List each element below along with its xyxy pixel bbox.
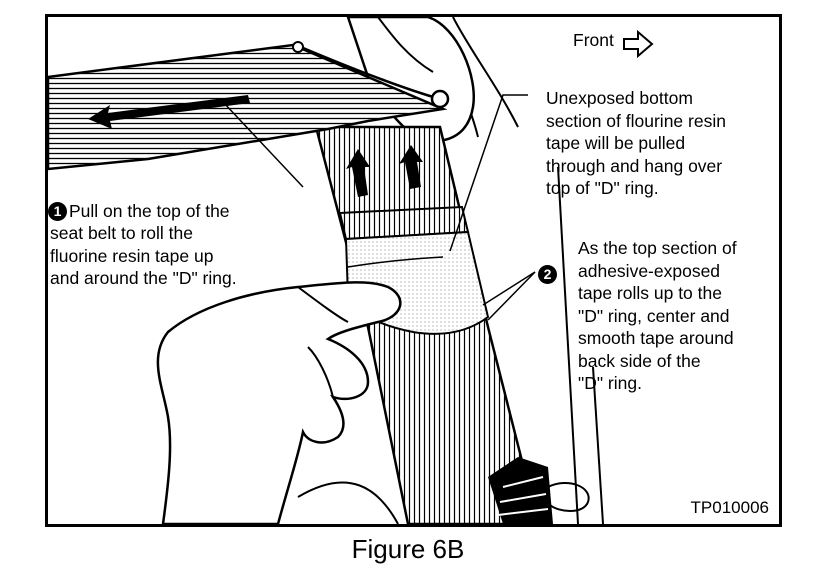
up-arrow-right	[399, 145, 423, 189]
callout-2-number-wrap: 2	[538, 240, 557, 285]
figure-caption: Figure 6B	[351, 534, 465, 564]
front-label: Front	[573, 30, 614, 50]
callout-1-number: 1	[48, 201, 67, 221]
belt-clip	[488, 457, 553, 524]
callout-2-number: 2	[538, 264, 557, 284]
part-code: TP010006	[690, 498, 769, 517]
binder-clip	[547, 482, 590, 512]
up-arrow-left	[346, 149, 370, 197]
d-ring-bolt-right	[430, 89, 450, 109]
pull-arrow	[88, 95, 250, 129]
pillar-outline	[297, 17, 604, 524]
callout-1-text: Pull on the top of the seat belt to roll…	[50, 200, 237, 289]
d-ring	[295, 43, 441, 101]
seat-belt-upper	[48, 43, 448, 171]
seat-belt-illustration	[48, 17, 654, 524]
d-ring-bolt-left	[292, 41, 304, 53]
callout-unexposed: Unexposed bottom section of flourine res…	[546, 88, 726, 198]
leader-lines	[222, 94, 536, 321]
front-arrow-icon	[623, 29, 654, 59]
callout-2-text: As the top section of adhesive-exposed t…	[578, 238, 737, 393]
hand	[156, 281, 402, 524]
